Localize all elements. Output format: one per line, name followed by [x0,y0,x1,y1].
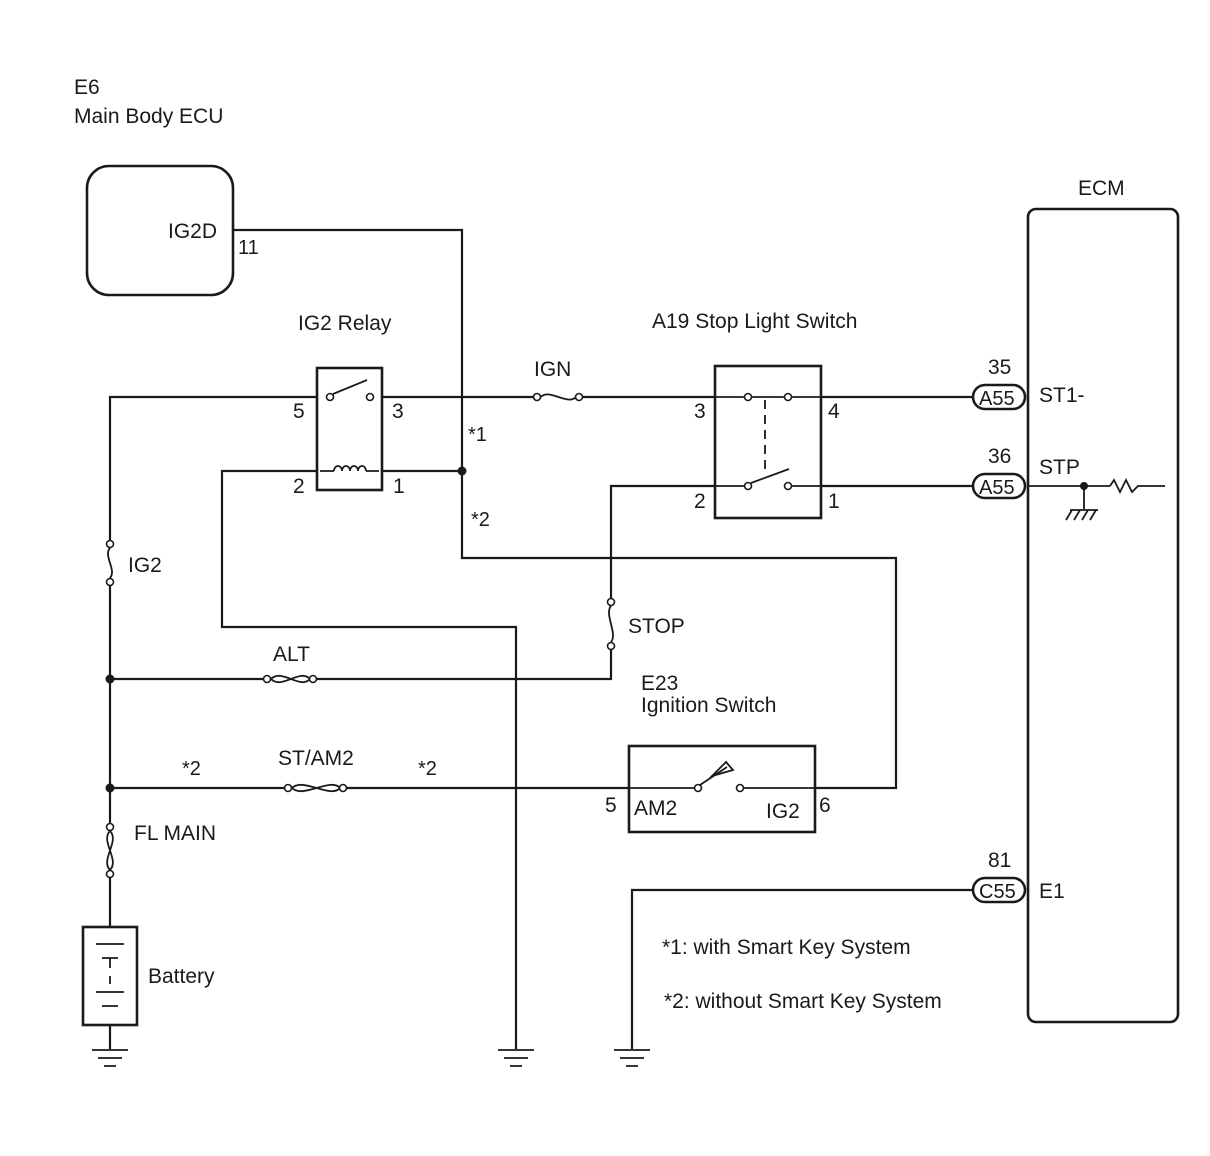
ecm-title: ECM [1078,177,1125,200]
ecm-chassis-ground-icon [1065,486,1098,521]
ignition-switch-code: E23 [641,672,678,695]
alt-fuse-end-left [262,674,272,684]
conn-a55-36-id: A55 [979,477,1015,499]
fl-main-label: FL MAIN [134,822,216,845]
ig2-fuse-end-top [105,539,115,549]
ign-fuse-end-left [532,392,542,402]
sls-pin2: 2 [694,490,706,513]
wire-e1 [630,888,975,1050]
st-am2-fuse [291,783,341,793]
relay-coil [333,465,367,472]
fl-main-end-top [105,822,115,832]
ecu-terminal-pin: 11 [238,237,259,259]
ground-icon-ecm [614,1049,650,1067]
ign-switch-contact-ig2 [735,783,745,793]
ground-icon-relay [498,1049,534,1067]
note-smart-key: *1: with Smart Key System [662,936,911,959]
stop-fuse [608,605,614,643]
fl-main-end-bottom [105,869,115,879]
ign-switch-am2-label: AM2 [634,797,677,820]
sls-contact-3 [743,392,753,402]
ig2-fuse [107,547,113,579]
st-am2-fuse-end-left [283,783,293,793]
conn-stp-signal: STP [1039,456,1080,479]
stop-light-switch-box [713,364,823,520]
conn-e1-signal: E1 [1039,880,1065,903]
stop-fuse-end-bottom [606,641,616,651]
mark-star2-right: *2 [418,758,437,780]
wire-sls-pin2 [609,484,717,600]
ecu-name: Main Body ECU [74,105,223,128]
sls-contact-4 [783,392,793,402]
conn-st1-signal: ST1- [1039,384,1085,407]
ground-icon-battery [92,1049,128,1067]
mark-star2-relay: *2 [471,509,490,531]
ecm-stp-resistor [1109,477,1165,495]
conn-a55-35-id: A55 [979,388,1015,410]
ign-switch-key [708,760,735,778]
conn-c55-81-pin: 81 [988,849,1011,872]
note-no-smart-key: *2: without Smart Key System [664,990,942,1013]
connector-a55-35 [971,383,1027,411]
sls-pin4: 4 [828,400,840,423]
stop-fuse-end-top [606,597,616,607]
mark-star1: *1 [468,424,487,446]
ecm-box [1026,207,1180,1024]
alt-fuse-end-right [308,674,318,684]
battery-label: Battery [148,965,215,988]
sls-contact-2 [743,481,753,491]
alt-fuse-label: ALT [273,643,310,666]
ign-switch-pin5: 5 [605,794,617,817]
sls-switch-lower [750,468,790,484]
st-am2-fuse-label: ST/AM2 [278,747,354,770]
st-am2-fuse-end-right [338,783,348,793]
connector-a55-36 [971,472,1027,500]
wire-stop-to-alt [315,648,613,681]
sls-contact-1 [783,481,793,491]
ignition-switch-box [627,744,817,834]
ecu-terminal-label: IG2D [168,220,217,243]
relay-contact-5 [325,392,335,402]
ignition-switch-name: Ignition Switch [641,694,776,717]
wire-ig2d [231,228,898,790]
ig2-relay-box [315,366,384,492]
ig2-fuse-end-bottom [105,577,115,587]
relay-pin2: 2 [293,475,305,498]
ig2-relay-title: IG2 Relay [298,312,392,335]
mark-star2-left: *2 [182,758,201,780]
wire-relay-ground [220,469,518,1050]
conn-a55-35-pin: 35 [988,356,1011,379]
conn-c55-81-id: C55 [979,881,1016,903]
relay-contact-3 [365,392,375,402]
stop-fuse-label: STOP [628,615,685,638]
sls-pin1: 1 [828,490,840,513]
stop-light-switch-title: A19 Stop Light Switch [652,310,857,333]
sls-pin3: 3 [694,400,706,423]
ign-fuse-end-right [574,392,584,402]
relay-pin5: 5 [293,400,305,423]
ign-fuse [540,393,577,401]
ig2-fuse-label: IG2 [128,554,162,577]
ign-switch-ig2-label: IG2 [766,800,800,823]
conn-a55-36-pin: 36 [988,445,1011,468]
relay-switch-arm [332,379,368,395]
connector-c55-81 [971,876,1027,904]
wire-relay-pin5 [108,395,319,542]
relay-pin3: 3 [392,400,404,423]
ecu-code: E6 [74,76,100,99]
fl-main-fuse [106,830,114,871]
alt-fuse [270,675,311,683]
ign-switch-pin6: 6 [819,794,831,817]
ign-fuse-label: IGN [534,358,571,381]
battery-cells [96,943,124,1007]
relay-pin1: 1 [393,475,405,498]
sls-internal-leads [715,396,821,487]
